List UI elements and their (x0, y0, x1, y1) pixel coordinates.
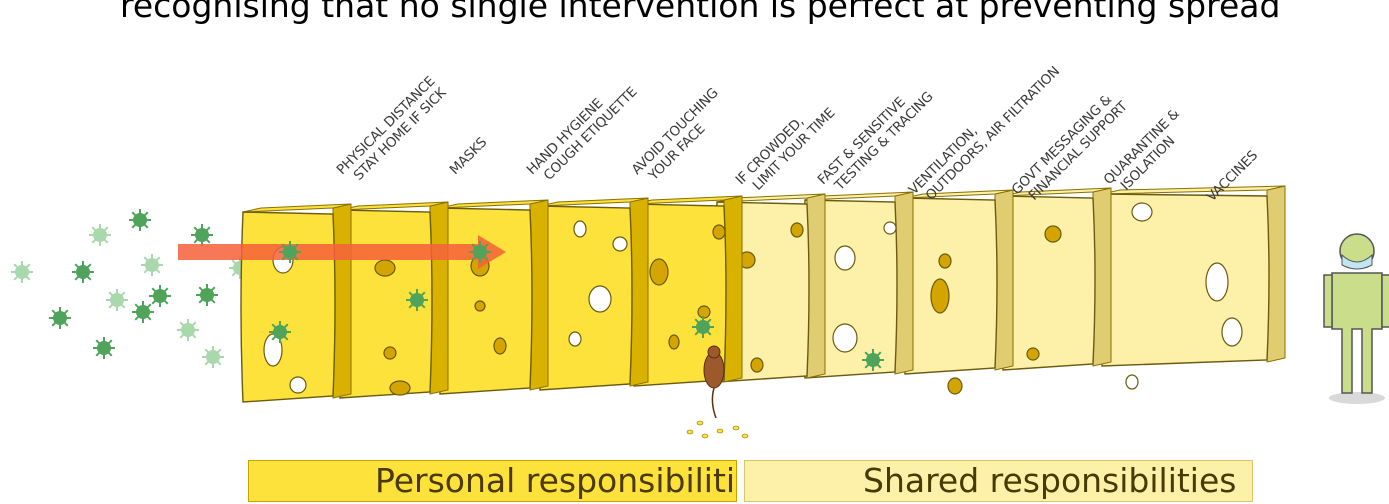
shared-responsibilities-bar: Shared responsibilities (744, 460, 1253, 502)
cheese-slice (802, 191, 914, 379)
cheese-slice (631, 195, 743, 387)
cheese-slice (537, 197, 649, 391)
layer-label-line2: FINANCIAL SUPPORT (1026, 98, 1132, 204)
layer-label-line1: MASKS (447, 135, 490, 178)
virus-icon (406, 289, 428, 311)
personal-responsibilities-label: Personal responsibilities (375, 461, 737, 500)
personal-responsibilities-bar: Personal responsibilities (248, 460, 737, 502)
virus-cloud (11, 209, 251, 368)
shared-responsibilities-label: Shared responsibilities (863, 461, 1237, 500)
virus-icon (177, 319, 199, 341)
virus-icon (49, 307, 71, 329)
virus-icon (149, 285, 171, 307)
virus-icon (72, 261, 94, 283)
cheese-slice (337, 201, 449, 399)
layer-label: MASKS (447, 135, 490, 178)
mouse-icon (686, 345, 749, 439)
virus-icon (11, 261, 33, 283)
virus-icon (191, 224, 213, 246)
virus-icon (279, 241, 301, 263)
virus-icon (132, 301, 154, 323)
virus-icon (202, 346, 224, 368)
virus-icon (196, 284, 218, 306)
mask-icon (1341, 253, 1373, 270)
layer-label-line1: PHYSICAL DISTANCE (334, 73, 439, 178)
virus-icon (862, 349, 884, 371)
cheese-slice (1000, 187, 1112, 371)
cheese-slice (240, 203, 352, 403)
virus-icon (106, 289, 128, 311)
virus-icon (93, 337, 115, 359)
virus-icon (129, 209, 151, 231)
virus-icon (692, 316, 714, 338)
virus-icon (269, 321, 291, 343)
virus-icon (89, 224, 111, 246)
virus-icon (141, 254, 163, 276)
cheese-slice (437, 199, 549, 395)
cheese-slice (902, 189, 1014, 395)
arrow-icon (178, 235, 506, 269)
cheese-slices (178, 185, 1286, 439)
virus-icon (469, 241, 491, 263)
diagram-title: recognising that no single intervention … (120, 0, 1281, 25)
cheese-slice (1099, 185, 1286, 390)
person-icon (1323, 233, 1389, 404)
